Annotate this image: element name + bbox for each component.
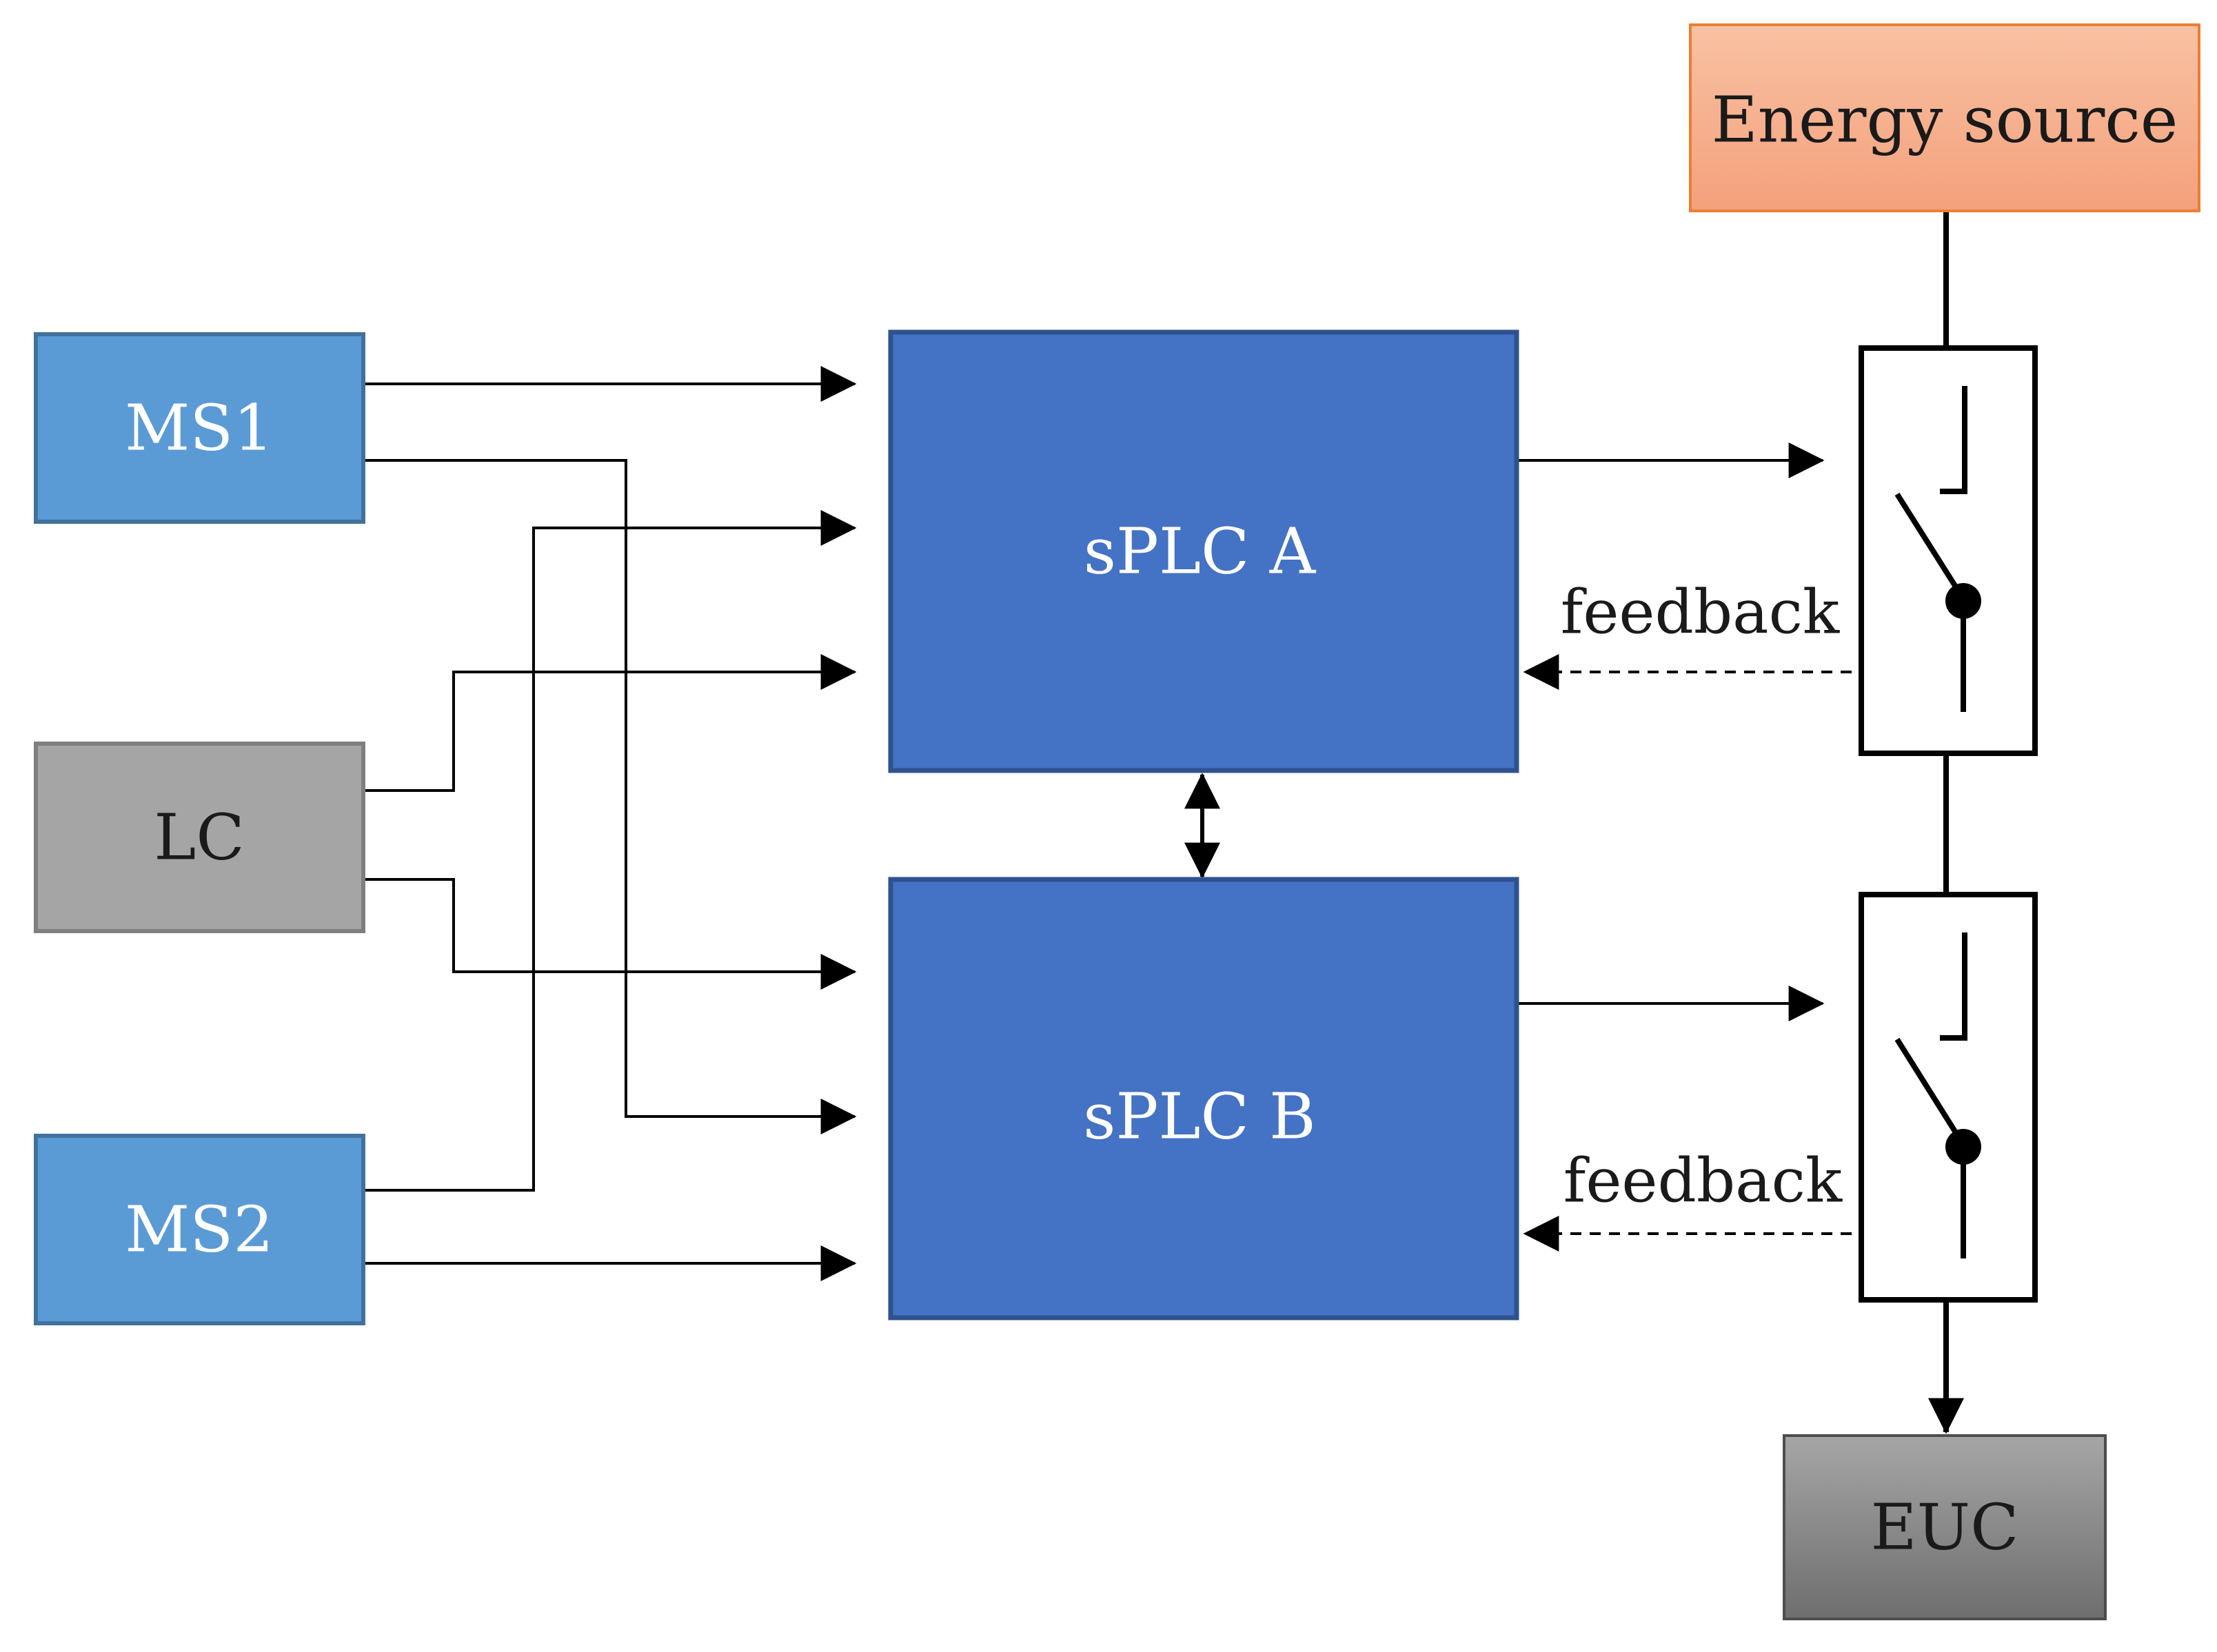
- switch-a-frame: [1859, 345, 2038, 756]
- edge-lc-splc-a: [364, 654, 857, 792]
- node-splc-a: sPLC A: [888, 329, 1519, 773]
- ms2-label: MS2: [125, 1193, 274, 1267]
- node-energy-source: Energy source: [1689, 23, 2200, 212]
- switch-b: [1859, 892, 2038, 1303]
- splc-a-label: sPLC A: [1084, 515, 1317, 589]
- ms1-label: MS1: [125, 391, 274, 465]
- node-euc: EUC: [1783, 1434, 2107, 1620]
- node-ms2: MS2: [34, 1134, 365, 1325]
- splc-b-label: sPLC B: [1083, 1080, 1315, 1154]
- node-lc: LC: [34, 742, 365, 933]
- node-splc-b: sPLC B: [888, 877, 1519, 1320]
- feedback-b-label: feedback: [1563, 1145, 1843, 1216]
- node-ms1: MS1: [34, 332, 365, 524]
- lc-label: LC: [154, 801, 245, 875]
- feedback-a-label: feedback: [1561, 577, 1840, 648]
- energy-source-label: Energy source: [1712, 83, 2178, 157]
- edge-lc-splc-b: [364, 878, 857, 990]
- edge-ms1-splc-b: [364, 459, 857, 1134]
- edge-ms2-splc-a: [364, 510, 857, 1192]
- euc-label: EUC: [1870, 1491, 2018, 1564]
- switch-b-frame: [1859, 892, 2038, 1303]
- switch-a: [1859, 345, 2038, 756]
